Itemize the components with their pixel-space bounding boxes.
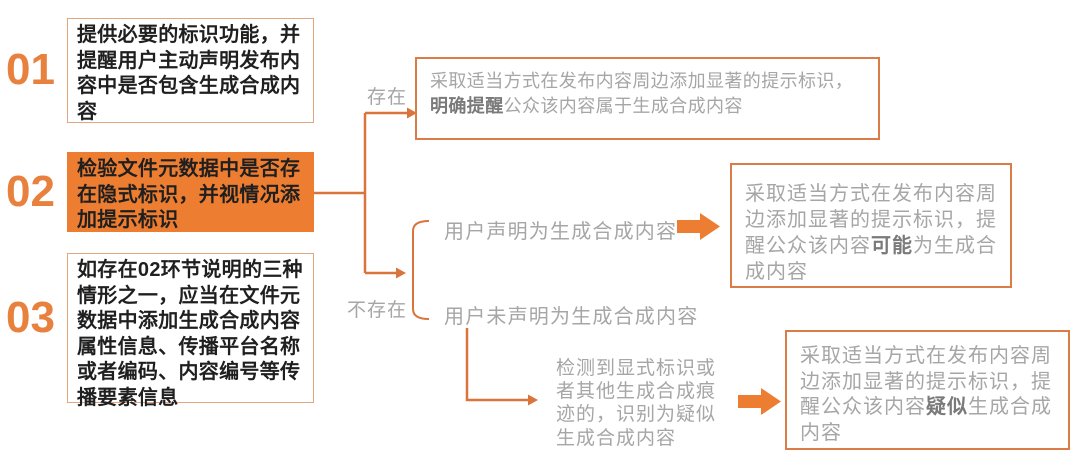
branch-label-exists: 存在	[367, 87, 408, 108]
right-arrow-icon	[738, 388, 781, 415]
outcome-box-possible: 采取适当方式在发布内容周边添加显著的提示标识，提醒公众该内容可能为生成合成内容	[730, 163, 1012, 288]
outcome-text: 采取适当方式在发布内容周边添加显著的提示标识，提醒公众该内容	[745, 183, 997, 257]
step-number-01: 01	[6, 45, 55, 94]
branch-label-undeclared: 用户未声明为生成合成内容	[444, 306, 699, 328]
detection-note: 检测到显式标识或者其他生成合成痕迹的，识别为疑似生成合成内容	[556, 358, 717, 449]
outcome-text-bold: 明确提醒	[430, 96, 504, 116]
outcome-box-suspected: 采取适当方式在发布内容周边添加显著的提示标识，提醒公众该内容疑似生成合成内容	[785, 330, 1070, 450]
step-box-03: 如存在02环节说明的三种情形之一，应当在文件元数据中添加生成合成内容属性信息、传…	[67, 253, 314, 409]
branch-label-not-exists: 不存在	[347, 300, 408, 321]
branch-label-declared: 用户声明为生成合成内容	[444, 221, 678, 243]
step-box-02: 检验文件元数据中是否存在隐式标识，并视情况添加提示标识	[67, 152, 314, 232]
outcome-text-bold: 疑似	[926, 396, 968, 418]
outcome-text: 公众该内容属于生成合成内容	[503, 96, 743, 116]
outcome-text-bold: 可能	[871, 235, 913, 257]
outcome-text: 为生成合成内容	[745, 235, 997, 283]
outcome-text: 采取适当方式在发布内容周边添加显著的提示标识，	[430, 71, 854, 91]
step-box-01: 提供必要的标识功能，并提醒用户主动声明发布内容中是否包含生成合成内容	[67, 18, 314, 123]
outcome-box-explicit: 采取适当方式在发布内容周边添加显著的提示标识， 明确提醒公众该内容属于生成合成内容	[415, 57, 880, 140]
right-arrow-icon	[677, 213, 720, 240]
step-number-03: 03	[6, 293, 55, 342]
outcome-text: 采取适当方式在发布内容周边添加显著的提示标识，提醒公众该内容	[800, 345, 1052, 418]
step-number-02: 02	[6, 167, 55, 216]
outcome-text: 生成合成内容	[800, 396, 1052, 444]
